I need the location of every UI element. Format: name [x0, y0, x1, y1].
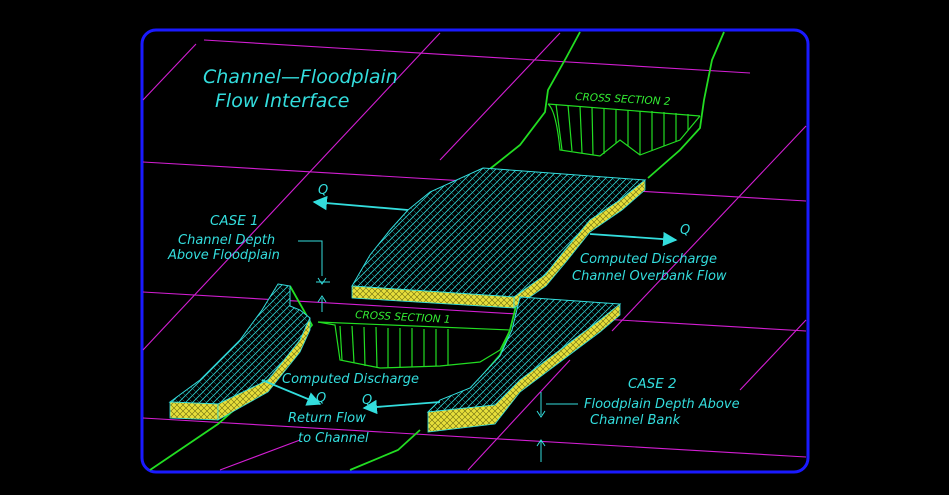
diagram-title-line1: Channel—Floodplain: [203, 66, 398, 88]
cross-section-2-label: CROSS SECTION 2: [575, 91, 671, 108]
cross-section-1-profile: [317, 321, 511, 369]
case2-line1: Floodplain Depth Above: [584, 397, 740, 412]
depth-indicator-case1: [298, 240, 330, 312]
overbank-label-line1: Computed Discharge: [580, 252, 717, 267]
case1-line1: Channel Depth: [178, 233, 275, 248]
floodplain-block-bottom-right: [426, 296, 622, 433]
diagram-title-line2: Flow Interface: [215, 90, 349, 112]
floodplain-block-left: [168, 283, 311, 421]
overbank-label-line2: Channel Overbank Flow: [572, 269, 727, 284]
case1-line2: Above Floodplain: [167, 248, 280, 263]
floodplain-block-top: [351, 167, 647, 309]
return-flow-label-line3: to Channel: [298, 431, 369, 446]
case1-title: CASE 1: [210, 213, 259, 229]
return-flow-label-line1: Computed Discharge: [282, 372, 419, 387]
case2-title: CASE 2: [628, 376, 677, 392]
q-label-top-left: Q: [318, 183, 328, 198]
depth-indicator-case2: [536, 392, 578, 462]
frame-border: [140, 28, 810, 474]
case2-line2: Channel Bank: [590, 413, 681, 428]
grid-lines: [142, 32, 807, 471]
cross-section-1-label: CROSS SECTION 1: [355, 309, 451, 326]
q-label-bottom-middle: Q: [362, 393, 372, 408]
return-flow-label-line2: Return Flow: [288, 411, 366, 426]
q-label-bottom-left: Q: [316, 391, 326, 406]
flow-arrows: [261, 195, 678, 415]
q-label-top-right: Q: [680, 223, 690, 238]
cross-section-2-profile: [547, 103, 701, 157]
